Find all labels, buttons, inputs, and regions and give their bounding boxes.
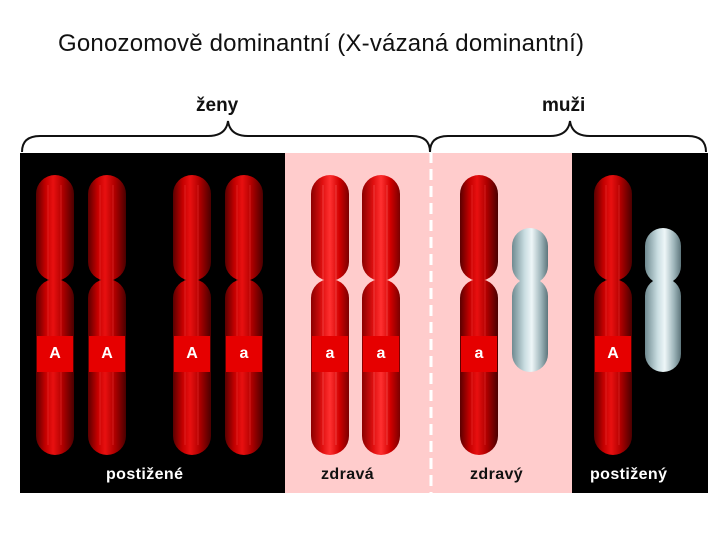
- x-chromosome-6: [362, 175, 400, 455]
- panel-healthy-man: [430, 153, 572, 493]
- page-title: Gonozomově dominantní (X-vázaná dominant…: [58, 30, 585, 57]
- brace-men: [429, 120, 707, 153]
- x-chromosome-7: [460, 175, 498, 455]
- allele-label-6: a: [363, 336, 399, 372]
- x-chromosome-2: [88, 175, 126, 455]
- x-chromosome-5: [311, 175, 349, 455]
- allele-label-2: A: [89, 336, 125, 372]
- group-label-women: ženy: [196, 95, 239, 116]
- label-healthy-woman: zdravá: [321, 466, 375, 483]
- allele-label-3: A: [174, 336, 210, 372]
- y-chromosome-1: [512, 228, 548, 372]
- x-chromosome-1: [36, 175, 74, 455]
- label-healthy-man: zdravý: [470, 466, 524, 483]
- x-chromosome-8: [594, 175, 632, 455]
- brace-women: [21, 120, 431, 153]
- panel-healthy-woman: [285, 153, 430, 493]
- group-label-men: muži: [542, 95, 586, 116]
- x-chromosome-3: [173, 175, 211, 455]
- allele-label-4: a: [226, 336, 262, 372]
- label-affected-man: postižený: [590, 466, 668, 483]
- allele-label-5: a: [312, 336, 348, 372]
- x-chromosome-4: [225, 175, 263, 455]
- allele-label-8: A: [595, 336, 631, 372]
- allele-label-7: a: [461, 336, 497, 372]
- label-affected-women: postižené: [106, 466, 184, 483]
- y-chromosome-2: [645, 228, 681, 372]
- allele-label-1: A: [37, 336, 73, 372]
